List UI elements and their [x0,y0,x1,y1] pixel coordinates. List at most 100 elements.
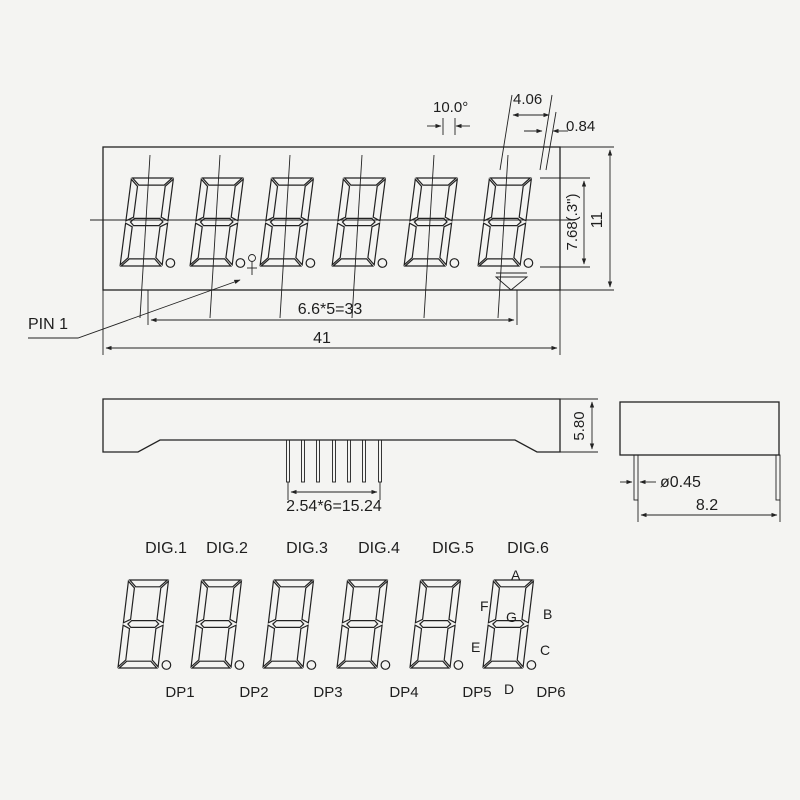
decimal-point [523,258,534,268]
digit-pitch-label: 6.6*5=33 [298,301,363,318]
segment-b [375,579,389,624]
front-digit-6 [477,177,534,268]
segment-b [229,579,243,624]
segment-e [403,222,417,267]
decimal-point [165,258,176,268]
segment-c [295,222,309,267]
segment-a [489,177,532,186]
segment-a [347,579,388,588]
pin-group [286,439,382,483]
segment-c [439,222,453,267]
segment-b [300,177,315,222]
digit-slant-axis [209,154,221,319]
segment-f [414,579,428,624]
segment-a [343,177,386,186]
end-body-outline [619,401,780,456]
decimal-point [377,258,388,268]
segment-g [269,217,304,227]
pin-6 [362,439,366,483]
segment-a [201,579,242,588]
end-pin-right [775,454,781,501]
legend-digit-3 [262,579,317,670]
front-digit-group [119,154,534,319]
pin-7 [378,439,382,483]
decimal-point [235,258,246,268]
decimal-point [305,258,316,268]
digit-height-label: 7.68(.3") [564,193,581,250]
dp-label-row: DP1 DP2 DP3 DP4 DP5 DP6 [165,684,565,701]
digit-label-row: DIG.1 DIG.2 DIG.3 DIG.4 DIG.5 DIG.6 [145,540,549,557]
segment-e [477,222,491,267]
segment-label-b: B [543,606,552,622]
segment-b [448,579,462,624]
digit-label-1: DIG.1 [145,540,187,557]
segment-d [189,258,233,267]
segment-f [267,579,281,624]
segment-e [482,624,496,669]
segment-g [199,217,234,227]
digit-slant-axis [139,154,151,319]
segment-e [189,222,203,267]
segment-f [483,177,497,222]
segment-d [190,660,232,669]
segment-label-e: E [471,639,480,655]
digit-label-5: DIG.5 [432,540,474,557]
front-bottom-dimensions: 6.6*5=33 41 PIN 1 [28,279,561,355]
segment-g [346,620,379,628]
segment-f [341,579,355,624]
dp-label-3: DP3 [313,684,342,701]
segment-g [492,620,525,628]
segment-e [409,624,423,669]
segment-c [224,624,237,669]
segment-a [420,579,461,588]
segment-d [119,258,163,267]
segment-b [518,177,533,222]
segment-label-g: G [506,609,517,625]
digit-label-4: DIG.4 [358,540,400,557]
segment-a [131,177,174,186]
segment-legend: DIG.1 DIG.2 DIG.3 DIG.4 DIG.5 DIG.6 DP1 … [117,540,566,701]
front-vertical-dimensions: 11 7.68(.3") [540,146,614,291]
digit-label-2: DIG.2 [206,540,248,557]
segment-d [331,258,375,267]
segment-e [259,222,273,267]
front-digit-4 [331,177,388,268]
segment-f [409,177,423,222]
decimal-point [526,660,537,670]
bottom-body-outline [102,398,561,453]
body-width-label: 41 [313,330,331,347]
offset-ext-line [539,94,553,171]
segment-g [127,620,160,628]
front-top-dimensions: 10.0° 4.06 0.84 [427,91,595,171]
front-digit-2 [189,177,246,268]
legend-digit-6 [482,579,537,670]
segment-d [482,660,524,669]
segment-a [201,177,244,186]
legend-digit-2 [190,579,245,670]
segment-d [403,258,447,267]
pin1-marker [248,254,256,262]
segment-a [415,177,458,186]
dp-gap-ext [545,111,557,171]
position-triangle [494,276,529,291]
segment-letter-labels: A B F G E C D [471,567,552,697]
segment-f [265,177,279,222]
segment-a [273,579,314,588]
segment-f [122,579,136,624]
digit-slant-axis [351,154,363,319]
segment-a [271,177,314,186]
digit-label-3: DIG.3 [286,540,328,557]
segment-e [117,624,131,669]
segment-e [119,222,133,267]
decimal-point [380,660,391,670]
segment-c [225,222,239,267]
segment-d [477,258,521,267]
digit-label-6: DIG.6 [507,540,549,557]
pin-3 [316,439,320,483]
digit-slant-axis [423,154,435,319]
dp-gap-label: 0.84 [566,118,595,135]
segment-g [487,217,522,227]
segment-c [155,222,169,267]
front-digit-5 [403,177,460,268]
